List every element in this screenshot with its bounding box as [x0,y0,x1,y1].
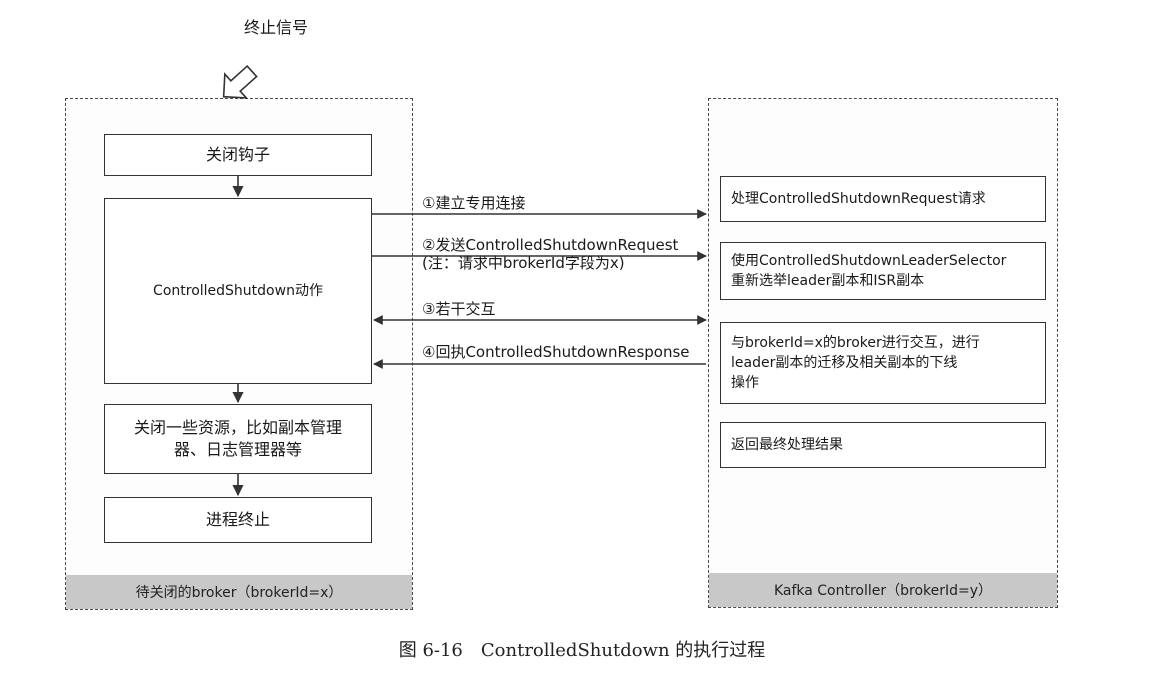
close-hook-box: 关闭钩子 [104,134,372,176]
message-3-label: ③若干交互 [422,300,496,318]
close-resources-line-2: 器、日志管理器等 [173,440,302,459]
reelect-line-2: 重新选举leader副本和ISR副本 [731,273,925,289]
close-resources-line-1: 关闭一些资源，比如副本管理 [133,418,342,437]
message-2-label-line-2: (注：请求中brokerId字段为x) [422,254,625,272]
handle-request-box: 处理ControlledShutdownRequest请求 [720,176,1046,222]
interact-line-1: 与brokerId=x的broker进行交互，进行 [731,335,980,351]
left-panel-footer: 待关闭的broker（brokerId=x） [66,575,412,609]
controlled-shutdown-box: ControlledShutdown动作 [104,198,372,384]
message-1-label: ①建立专用连接 [422,194,526,212]
reelect-line-1: 使用ControlledShutdownLeaderSelector [731,253,1007,269]
interact-broker-box: 与brokerId=x的broker进行交互，进行 leader副本的迁移及相关… [720,322,1046,404]
figure-caption: 图 6-16 ControlledShutdown 的执行过程 [398,640,766,661]
message-4-label: ④回执ControlledShutdownResponse [422,343,690,361]
return-result-box: 返回最终处理结果 [720,422,1046,468]
interact-line-2: leader副本的迁移及相关副本的下线 [731,355,958,371]
interact-line-3: 操作 [731,375,759,391]
right-panel-footer: Kafka Controller（brokerId=y） [709,573,1057,607]
signal-hollow-arrow-icon [222,64,258,99]
process-end-box: 进程终止 [104,497,372,543]
message-2-label-line-1: ②发送ControlledShutdownRequest [422,236,679,254]
reelect-leader-box: 使用ControlledShutdownLeaderSelector 重新选举l… [720,242,1046,300]
close-resources-box: 关闭一些资源，比如副本管理 器、日志管理器等 [104,404,372,474]
signal-label: 终止信号 [244,18,309,37]
